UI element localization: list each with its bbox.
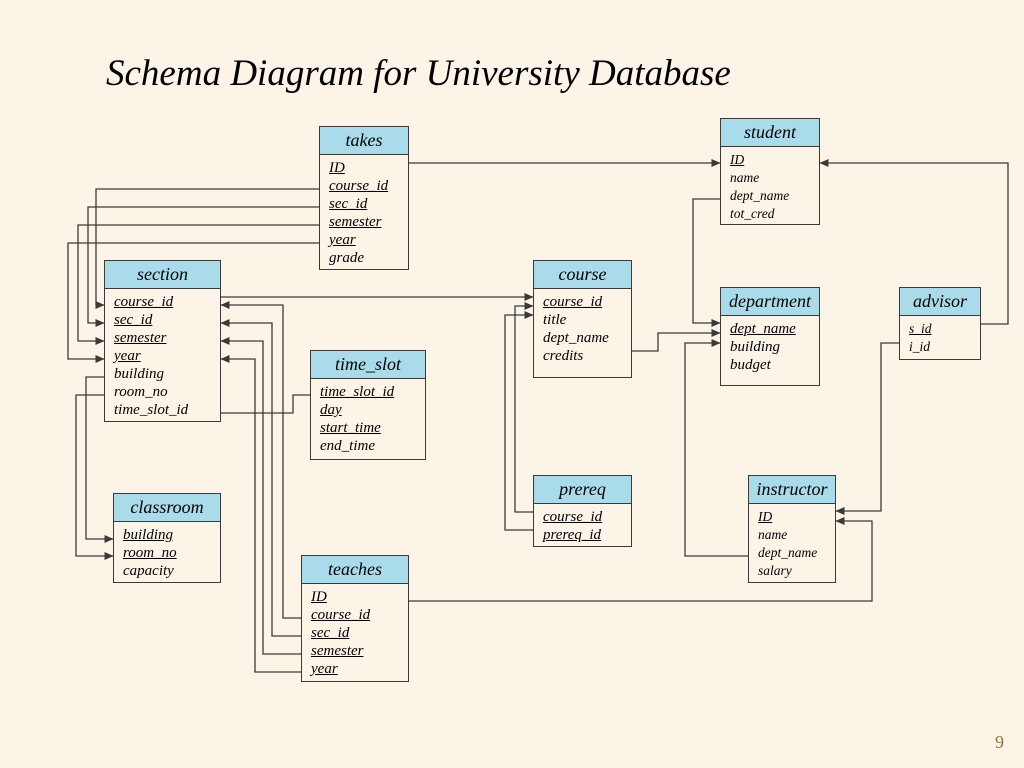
table-classroom: classroom building room_no capacity — [113, 493, 221, 583]
teaches-id-to-instructor-link — [409, 517, 873, 602]
table-header: department — [721, 288, 819, 316]
table-takes: takes ID course_id sec_id semester year grade — [319, 126, 409, 270]
attribute-tot-cred: tot_cred — [730, 206, 775, 221]
attribute-semester: semester — [311, 643, 364, 659]
attribute-semester: semester — [329, 214, 382, 230]
table-header: classroom — [114, 494, 220, 522]
table-header: teaches — [302, 556, 408, 584]
attribute-name: name — [730, 170, 760, 185]
attribute-i-id: i_id — [909, 339, 931, 354]
teaches-semester-to-section-link — [220, 337, 301, 655]
attribute-dept-name: dept_name — [730, 321, 796, 337]
table-student: student ID name dept_name tot_cred — [720, 118, 820, 225]
table-section: section course_id sec_id semester year build… — [104, 260, 221, 422]
attribute-year: year — [311, 661, 338, 677]
attribute-ID: ID — [730, 152, 745, 167]
attribute-prereq-id: prereq_id — [543, 527, 602, 543]
course-dept-to-department-link — [632, 329, 721, 352]
attribute-course-id: course_id — [114, 294, 174, 310]
advisor-i-id-to-instructor-link — [835, 342, 899, 515]
attribute-time-slot-id: time_slot_id — [320, 384, 395, 400]
attribute-credits: credits — [543, 348, 584, 364]
student-dept-to-department-link — [692, 198, 721, 327]
table-department: department dept_name building budget — [720, 287, 820, 386]
attribute-semester: semester — [114, 330, 167, 346]
attribute-start-time: start_time — [320, 420, 381, 436]
teaches-sec-id-to-section-link — [220, 319, 301, 637]
attribute-building: building — [123, 527, 174, 543]
attribute-grade: grade — [329, 250, 364, 266]
attribute-time-slot-id: time_slot_id — [114, 402, 189, 418]
prereq-course-id-to-course-link — [514, 302, 534, 513]
attribute-room-no: room_no — [123, 545, 177, 561]
attribute-course-id: course_id — [329, 178, 389, 194]
attribute-list: s_id i_id — [900, 316, 980, 356]
attribute-course-id: course_id — [543, 509, 603, 525]
attribute-dept-name: dept_name — [758, 545, 818, 560]
section-room-no-to-classroom-link — [75, 394, 114, 560]
attribute-course-id: course_id — [543, 294, 603, 310]
attribute-dept-name: dept_name — [730, 188, 790, 203]
attribute-sec-id: sec_id — [329, 196, 368, 212]
table-header: section — [105, 261, 220, 289]
teaches-course-id-to-section-link — [220, 301, 301, 619]
table-header: prereq — [534, 476, 631, 504]
table-prereq: prereq course_id prereq_id — [533, 475, 632, 547]
attribute-list: course_id sec_id semester year building room_… — [105, 289, 220, 419]
instructor-dept-to-department-link — [684, 339, 748, 557]
attribute-capacity: capacity — [123, 563, 174, 579]
attribute-salary: salary — [758, 563, 792, 578]
table-header: time_slot — [311, 351, 425, 379]
attribute-ID: ID — [329, 160, 345, 176]
attribute-list: course_id prereq_id — [534, 504, 631, 544]
attribute-end-time: end_time — [320, 438, 375, 454]
attribute-year: year — [329, 232, 356, 248]
attribute-ID: ID — [758, 509, 773, 524]
attribute-room-no: room_no — [114, 384, 168, 400]
attribute-ID: ID — [311, 589, 327, 605]
takes-course-id-to-section-link — [95, 188, 319, 309]
attribute-building: building — [114, 366, 165, 382]
attribute-s-id: s_id — [909, 321, 932, 336]
attribute-dept-name: dept_name — [543, 330, 609, 346]
section-time-slot-to-time-slot-link — [221, 394, 310, 414]
attribute-list: dept_name building budget — [721, 316, 819, 374]
attribute-budget: budget — [730, 357, 771, 373]
takes-sec-id-to-section-link — [87, 206, 319, 327]
attribute-building: building — [730, 339, 781, 355]
table-header: takes — [320, 127, 408, 155]
attribute-sec-id: sec_id — [114, 312, 153, 328]
table-header: instructor — [749, 476, 835, 504]
table-header: advisor — [900, 288, 980, 316]
attribute-list: ID course_id sec_id semester year — [302, 584, 408, 678]
table-header: course — [534, 261, 631, 289]
attribute-name: name — [758, 527, 788, 542]
attribute-list: ID name dept_name tot_cred — [721, 147, 819, 223]
prereq-prereq-id-to-course-link — [504, 311, 534, 531]
attribute-sec-id: sec_id — [311, 625, 350, 641]
teaches-year-to-section-link — [220, 355, 301, 673]
attribute-list: building room_no capacity — [114, 522, 220, 580]
advisor-s-id-to-student-link — [819, 159, 1009, 325]
attribute-list: ID course_id sec_id semester year grade — [320, 155, 408, 267]
takes-year-to-section-link — [67, 242, 319, 363]
table-header: student — [721, 119, 819, 147]
section-building-to-classroom-link — [85, 376, 114, 543]
attribute-title: title — [543, 312, 567, 328]
table-teaches: teaches ID course_id sec_id semester year — [301, 555, 409, 682]
attribute-day: day — [320, 402, 342, 418]
page-number: 9 — [995, 732, 1004, 752]
attribute-year: year — [114, 348, 141, 364]
takes-semester-to-section-link — [77, 224, 319, 345]
attribute-course-id: course_id — [311, 607, 371, 623]
slide-title: Schema Diagram for University Database — [106, 53, 731, 94]
table-advisor: advisor s_id i_id — [899, 287, 981, 360]
